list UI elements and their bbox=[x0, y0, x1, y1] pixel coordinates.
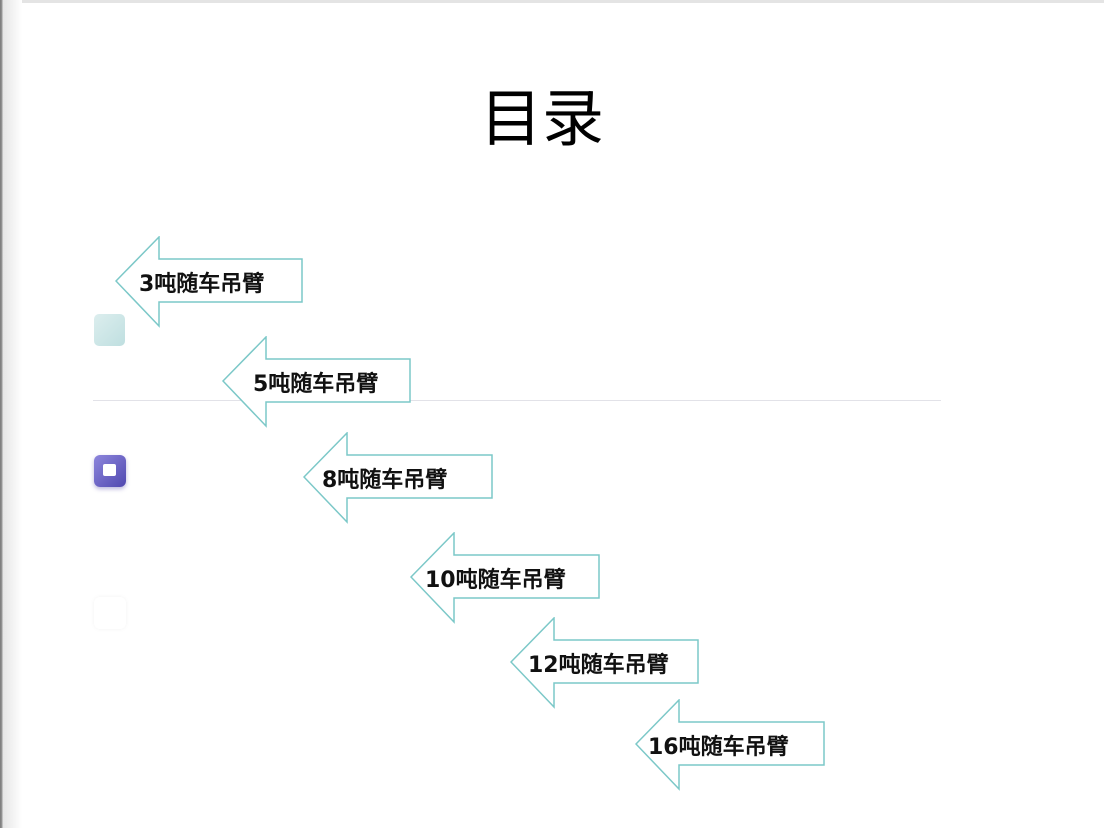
page-title: 目录 bbox=[479, 82, 604, 155]
toc-item-label: 3吨随车吊臂 bbox=[139, 272, 265, 297]
left-arrow-icon bbox=[410, 532, 600, 624]
left-arrow-icon bbox=[510, 617, 699, 709]
blank-tile-icon[interactable] bbox=[94, 597, 126, 629]
contacts-icon[interactable] bbox=[94, 455, 126, 487]
toc-item-label: 10吨随车吊臂 bbox=[425, 568, 566, 593]
toc-item-3t[interactable]: 3吨随车吊臂 bbox=[115, 236, 303, 328]
toc-item-16t[interactable]: 16吨随车吊臂 bbox=[635, 699, 825, 791]
left-arrow-icon bbox=[303, 432, 493, 524]
toc-item-label: 5吨随车吊臂 bbox=[253, 372, 379, 397]
left-arrow-icon bbox=[115, 236, 303, 328]
app-tile-icon[interactable] bbox=[94, 314, 125, 346]
toc-item-8t[interactable]: 8吨随车吊臂 bbox=[303, 432, 493, 524]
toc-item-10t[interactable]: 10吨随车吊臂 bbox=[410, 532, 600, 624]
left-arrow-icon bbox=[635, 699, 825, 791]
top-border bbox=[0, 0, 1104, 3]
toc-item-label: 16吨随车吊臂 bbox=[648, 735, 789, 760]
divider bbox=[93, 400, 941, 401]
left-arrow-icon bbox=[222, 336, 411, 428]
left-scroll-edge bbox=[0, 0, 22, 828]
toc-item-label: 8吨随车吊臂 bbox=[322, 468, 448, 493]
toc-item-5t[interactable]: 5吨随车吊臂 bbox=[222, 336, 411, 428]
toc-item-12t[interactable]: 12吨随车吊臂 bbox=[510, 617, 699, 709]
toc-item-label: 12吨随车吊臂 bbox=[528, 653, 669, 678]
